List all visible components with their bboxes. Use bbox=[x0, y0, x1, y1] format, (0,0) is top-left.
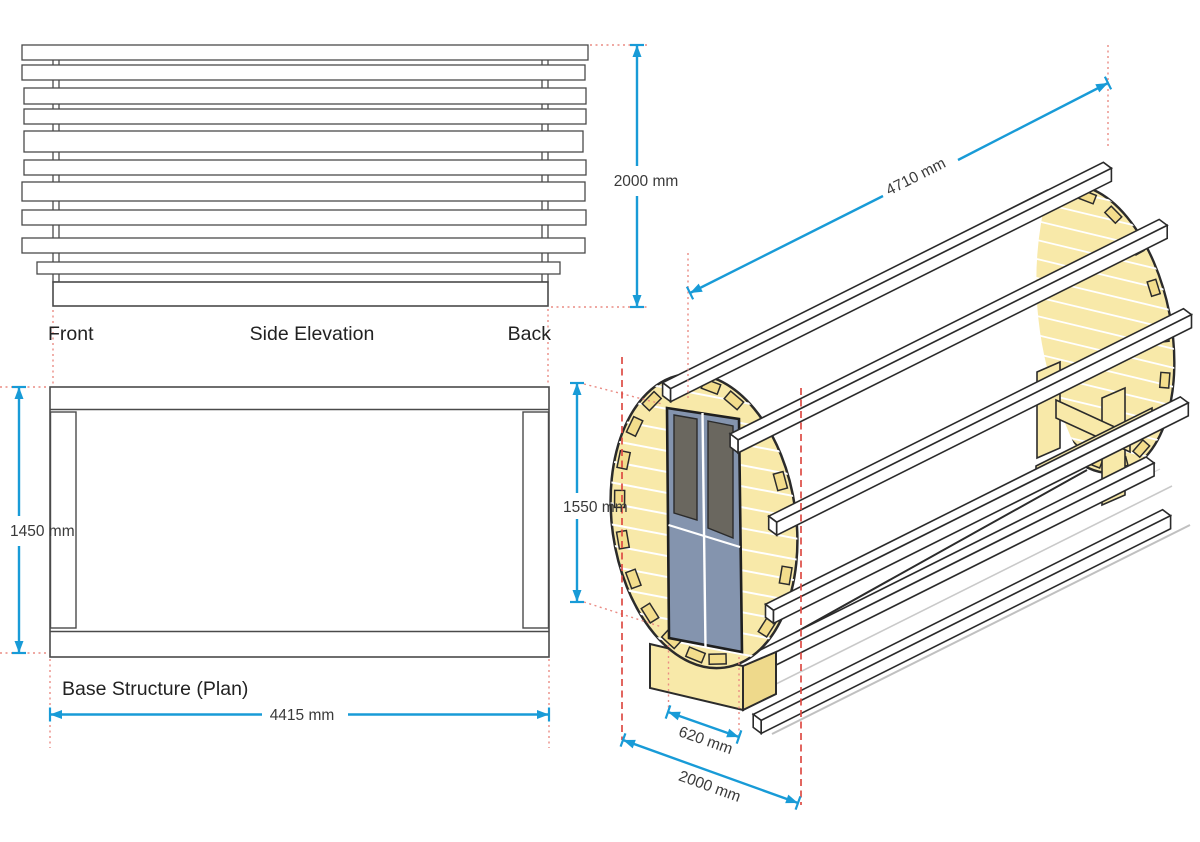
rim-notch bbox=[616, 449, 632, 471]
slat bbox=[21, 44, 589, 61]
rim-notch bbox=[1131, 438, 1151, 459]
door-mid-rail bbox=[668, 523, 741, 549]
plan-right-bearer bbox=[522, 411, 550, 629]
dimension-segment bbox=[622, 738, 799, 805]
back-label: Back bbox=[508, 323, 552, 345]
construction-guides bbox=[0, 44, 1109, 805]
slat bbox=[23, 108, 587, 125]
rim-notch bbox=[778, 565, 793, 586]
dimension-lines bbox=[12, 43, 1113, 810]
plan-view bbox=[49, 386, 550, 658]
slat bbox=[23, 159, 587, 176]
dimension-arrowhead bbox=[785, 794, 798, 804]
hatch-line bbox=[984, 268, 1198, 352]
hatch-line bbox=[984, 173, 1198, 257]
hatch-line bbox=[984, 344, 1198, 428]
dimension-arrowhead bbox=[632, 45, 642, 57]
dimension-arrowhead bbox=[572, 590, 582, 602]
rim-notch bbox=[708, 653, 727, 666]
slat bbox=[21, 209, 587, 226]
shadow-line bbox=[765, 485, 1173, 690]
rim-notch bbox=[624, 568, 643, 590]
hatch-line bbox=[984, 192, 1198, 276]
rim-notch bbox=[1146, 278, 1162, 298]
dimension-tick bbox=[1103, 76, 1113, 90]
plan-title-label: Base Structure (Plan) bbox=[62, 678, 248, 700]
dim-height-2000-label: 2000 mm bbox=[614, 173, 679, 190]
door bbox=[665, 406, 744, 654]
dimension-arrowhead bbox=[537, 710, 549, 719]
rim-notch bbox=[613, 489, 626, 509]
hatch-line bbox=[984, 287, 1198, 371]
dim-4710-label: 4710 mm bbox=[883, 155, 948, 199]
hatch-line bbox=[984, 363, 1198, 447]
dimension-tick bbox=[685, 286, 695, 300]
dimension-arrowhead bbox=[14, 387, 24, 399]
rail bbox=[763, 395, 1190, 625]
base-beam bbox=[52, 281, 549, 307]
guide-dotted bbox=[583, 383, 663, 405]
rim-notch bbox=[723, 390, 745, 411]
skid-side-face bbox=[742, 650, 777, 712]
rim-notch bbox=[1103, 205, 1123, 225]
slat bbox=[21, 237, 586, 254]
dimension-arrowhead bbox=[690, 283, 703, 293]
rim-notch bbox=[641, 390, 663, 412]
bottom-slat bbox=[36, 261, 561, 275]
side-elevation-view bbox=[21, 44, 589, 307]
dimension-segment bbox=[689, 194, 884, 295]
dimension-arrowhead bbox=[668, 711, 681, 721]
dim-1550-label: 1550 mm bbox=[563, 499, 628, 516]
rail-side-face bbox=[775, 313, 1193, 537]
door-window-left bbox=[673, 414, 698, 521]
dim-1450-label: 1450 mm bbox=[10, 523, 75, 540]
dim-2000-front-label: 2000 mm bbox=[676, 768, 743, 806]
dimension-arrowhead bbox=[623, 739, 636, 749]
rail bbox=[751, 508, 1173, 736]
dimension-arrowhead bbox=[1095, 83, 1108, 93]
rim-notch bbox=[772, 470, 789, 492]
dimension-arrowhead bbox=[572, 383, 582, 395]
door-center-split bbox=[701, 412, 707, 649]
dimension-arrowhead bbox=[50, 710, 62, 719]
isometric-view bbox=[592, 161, 1198, 736]
dimension-segment bbox=[957, 81, 1109, 162]
rail-side-face bbox=[737, 224, 1168, 455]
rim-notch bbox=[625, 415, 644, 438]
rail bbox=[728, 218, 1169, 455]
rail-side-face bbox=[772, 401, 1190, 625]
dimension-arrowhead bbox=[632, 295, 642, 307]
front-label: Front bbox=[48, 323, 94, 345]
slat bbox=[21, 181, 586, 202]
dimension-tick bbox=[664, 705, 672, 719]
plan-outer-frame bbox=[49, 386, 550, 658]
rim-notch bbox=[1158, 371, 1171, 389]
hatch-line bbox=[984, 306, 1198, 390]
dimension-arrowhead bbox=[726, 728, 739, 738]
rim-notch bbox=[684, 646, 707, 664]
shadow-line bbox=[771, 524, 1191, 735]
door-window-right bbox=[707, 420, 734, 540]
hatch-line bbox=[984, 249, 1198, 333]
slat bbox=[23, 87, 587, 105]
dimension-arrowhead bbox=[14, 641, 24, 653]
slat bbox=[21, 64, 586, 81]
rail bbox=[767, 307, 1194, 537]
dimension-tick bbox=[794, 796, 802, 810]
rim-notch bbox=[640, 602, 660, 624]
rail bbox=[661, 161, 1113, 404]
dimension-tick bbox=[735, 730, 743, 744]
slat bbox=[23, 130, 584, 153]
rail-side-face bbox=[760, 514, 1172, 735]
rail-side-face bbox=[669, 167, 1113, 403]
plan-left-bearer bbox=[49, 411, 77, 629]
dim-620-label: 620 mm bbox=[676, 723, 734, 758]
dimension-segment bbox=[667, 710, 740, 739]
side-elevation-label: Side Elevation bbox=[250, 323, 375, 345]
rim-notch bbox=[615, 529, 631, 550]
dimension-tick bbox=[619, 733, 627, 747]
dim-4415-label: 4415 mm bbox=[270, 707, 335, 724]
